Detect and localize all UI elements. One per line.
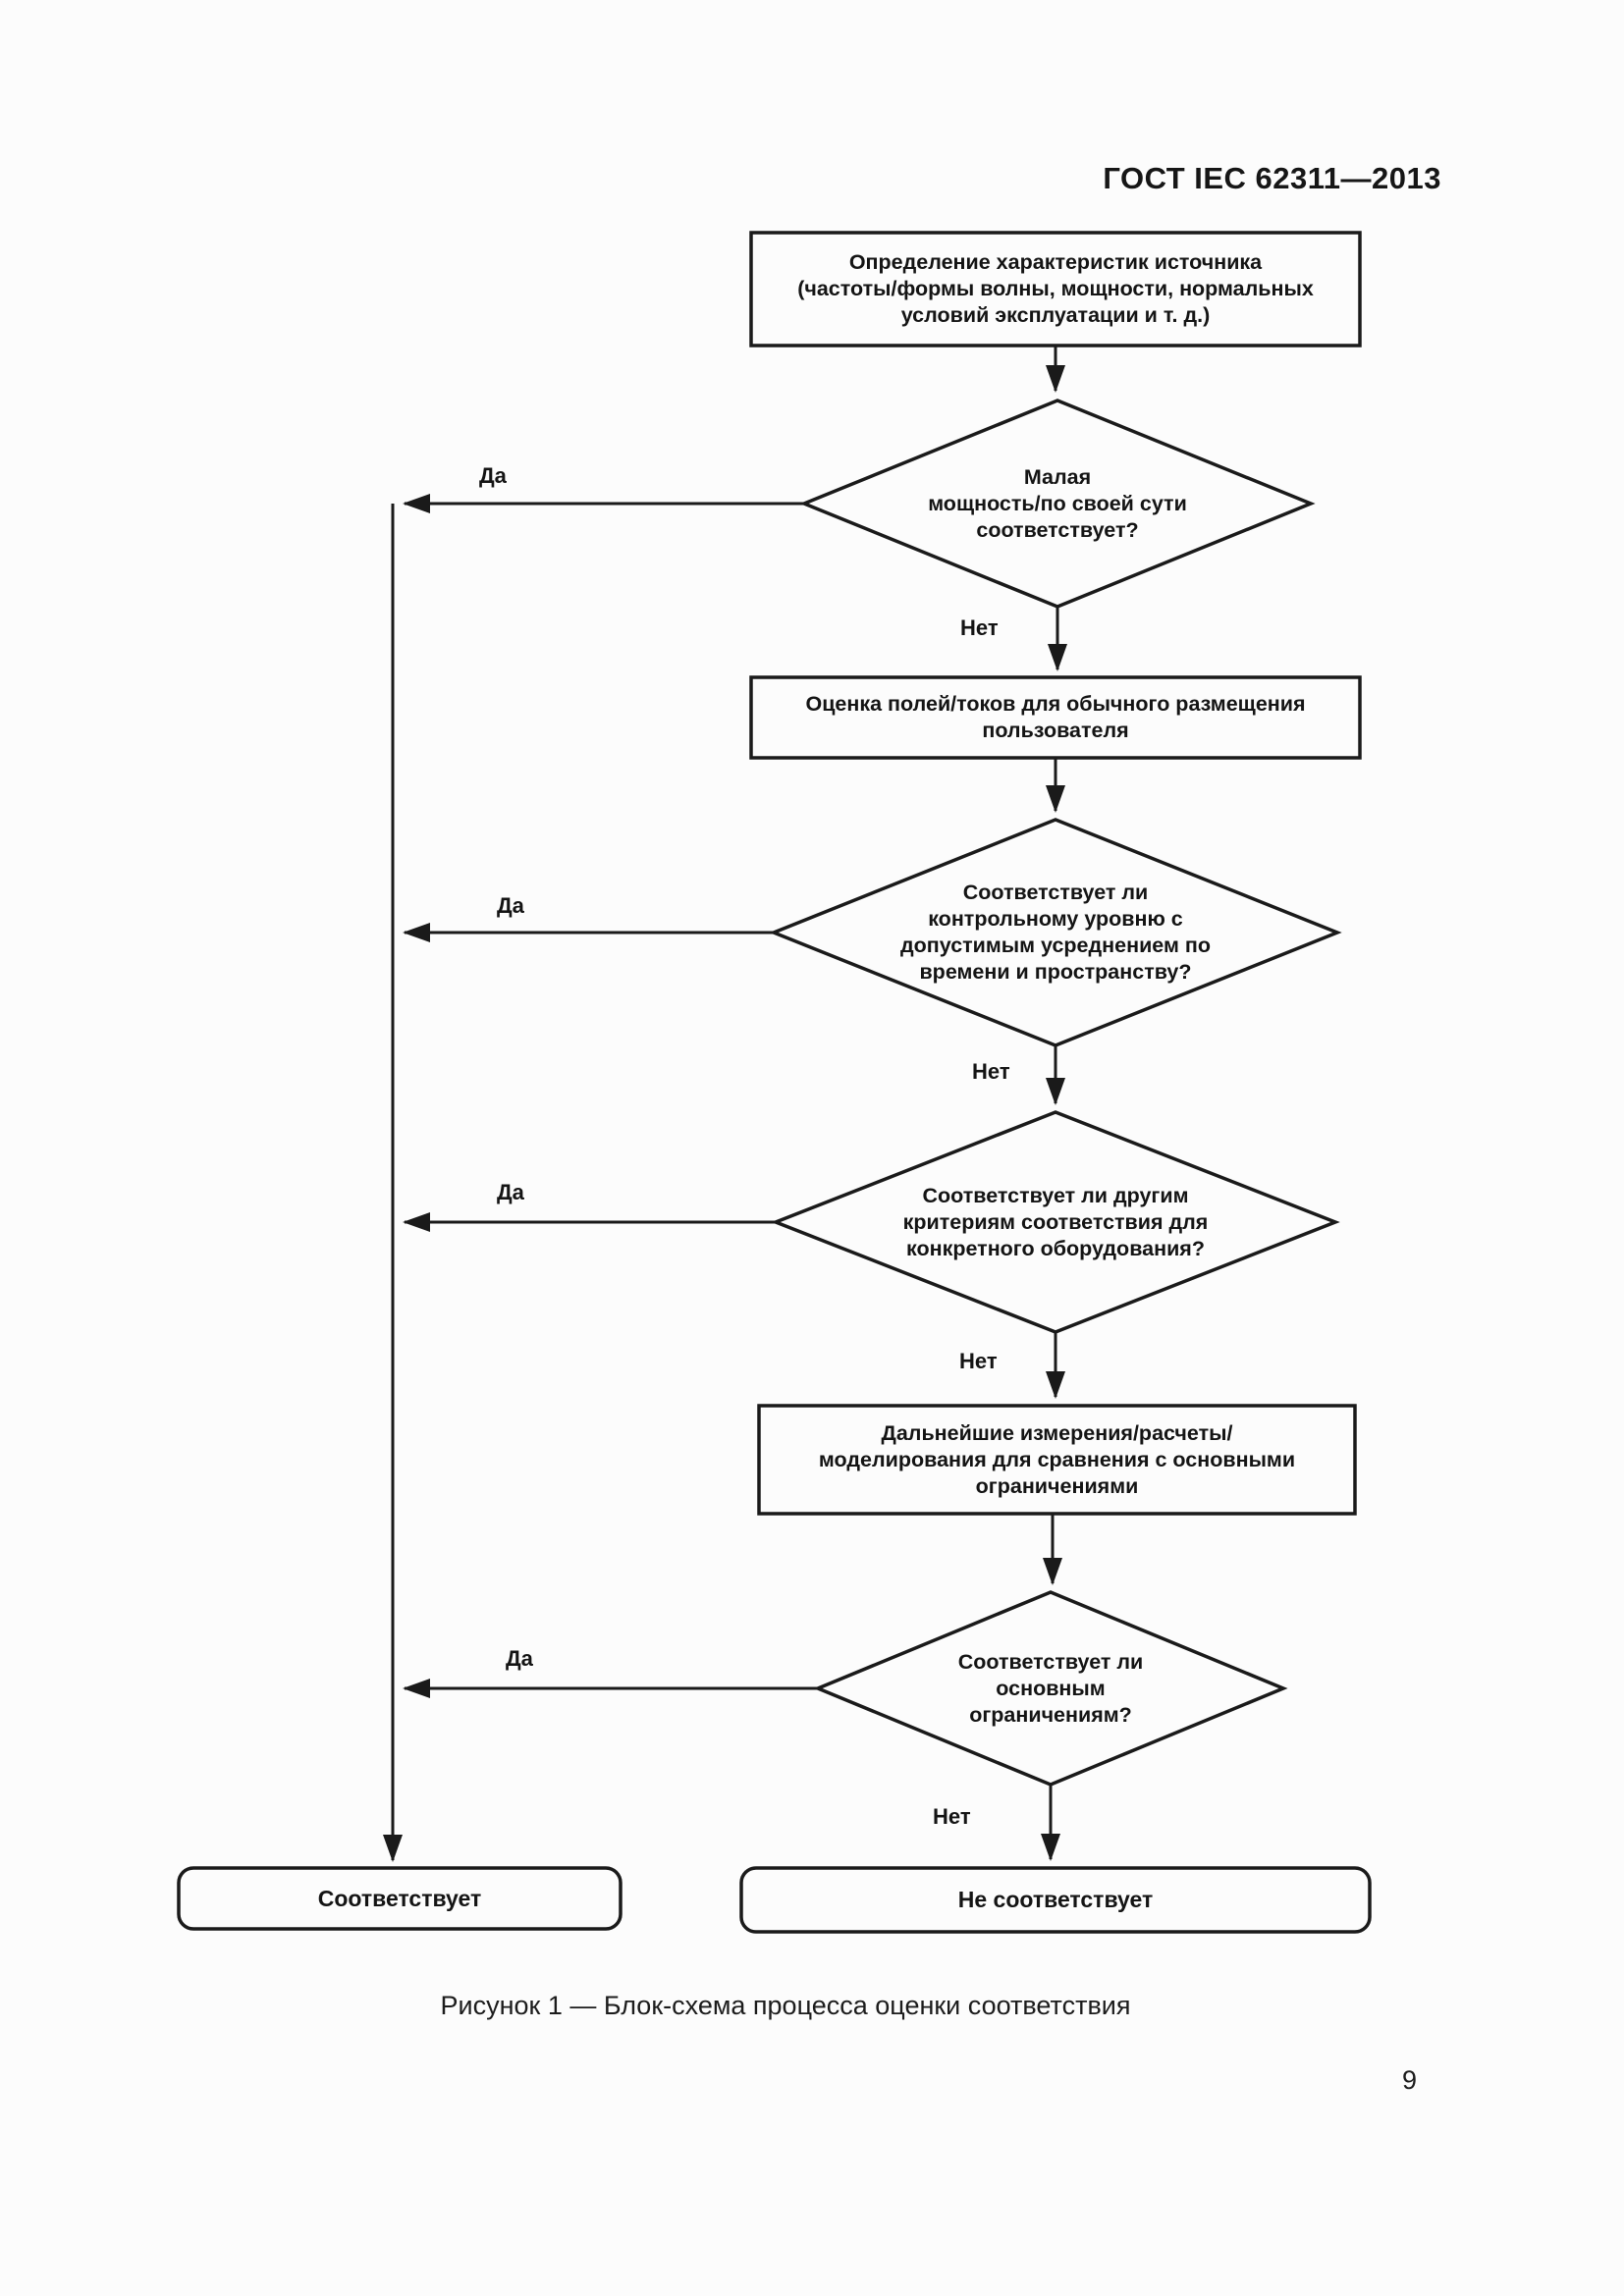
node-label-decision-basic-restrictions: Соответствует ли основным ограничениям? [957,1649,1144,1727]
node-label-further-measurements: Дальнейшие измерения/расчеты/ моделирова… [818,1420,1296,1498]
process-box-further-measurements [757,1404,1357,1516]
edge-label-no-4: Нет [933,1804,971,1829]
page-number: 9 [1402,2065,1418,2095]
edge-label-yes-4: Да [506,1646,533,1671]
decision-diamond-other-criteria [771,1110,1340,1334]
decision-diamond-basic-restrictions [813,1590,1288,1787]
node-label-source: Определение характеристик источника (час… [797,250,1314,327]
node-label-decision-other-criteria: Соответствует ли другим критериям соотве… [902,1183,1209,1260]
figure-caption: Рисунок 1 — Блок-схема процесса оценки с… [440,1991,1131,2020]
node-label-assess-fields: Оценка полей/токов для обычного размещен… [805,692,1306,742]
process-box-source [749,231,1362,347]
terminal-box-not-complies [739,1866,1372,1934]
terminal-box-complies [177,1866,623,1931]
edge-label-yes-2: Да [497,893,524,918]
document-header: ГОСТ IEC 62311—2013 [1103,161,1441,195]
node-label-complies: Соответствует [317,1885,482,1911]
edge-label-yes-3: Да [497,1180,524,1204]
edge-label-no-3: Нет [959,1349,998,1373]
node-label-not-complies: Не соответствует [957,1887,1154,1912]
node-label-decision-low-power: Малая мощность/по своей сути соответству… [928,464,1187,542]
edge-label-no-2: Нет [972,1059,1010,1084]
edge-label-no-1: Нет [960,615,999,640]
decision-diamond-low-power [799,399,1316,609]
edge-label-yes-1: Да [479,463,507,488]
decision-diamond-reference-level [769,818,1342,1047]
process-box-assess-fields [749,675,1362,760]
node-label-decision-reference-level: Соответствует ли контрольному уровню с д… [900,881,1211,984]
